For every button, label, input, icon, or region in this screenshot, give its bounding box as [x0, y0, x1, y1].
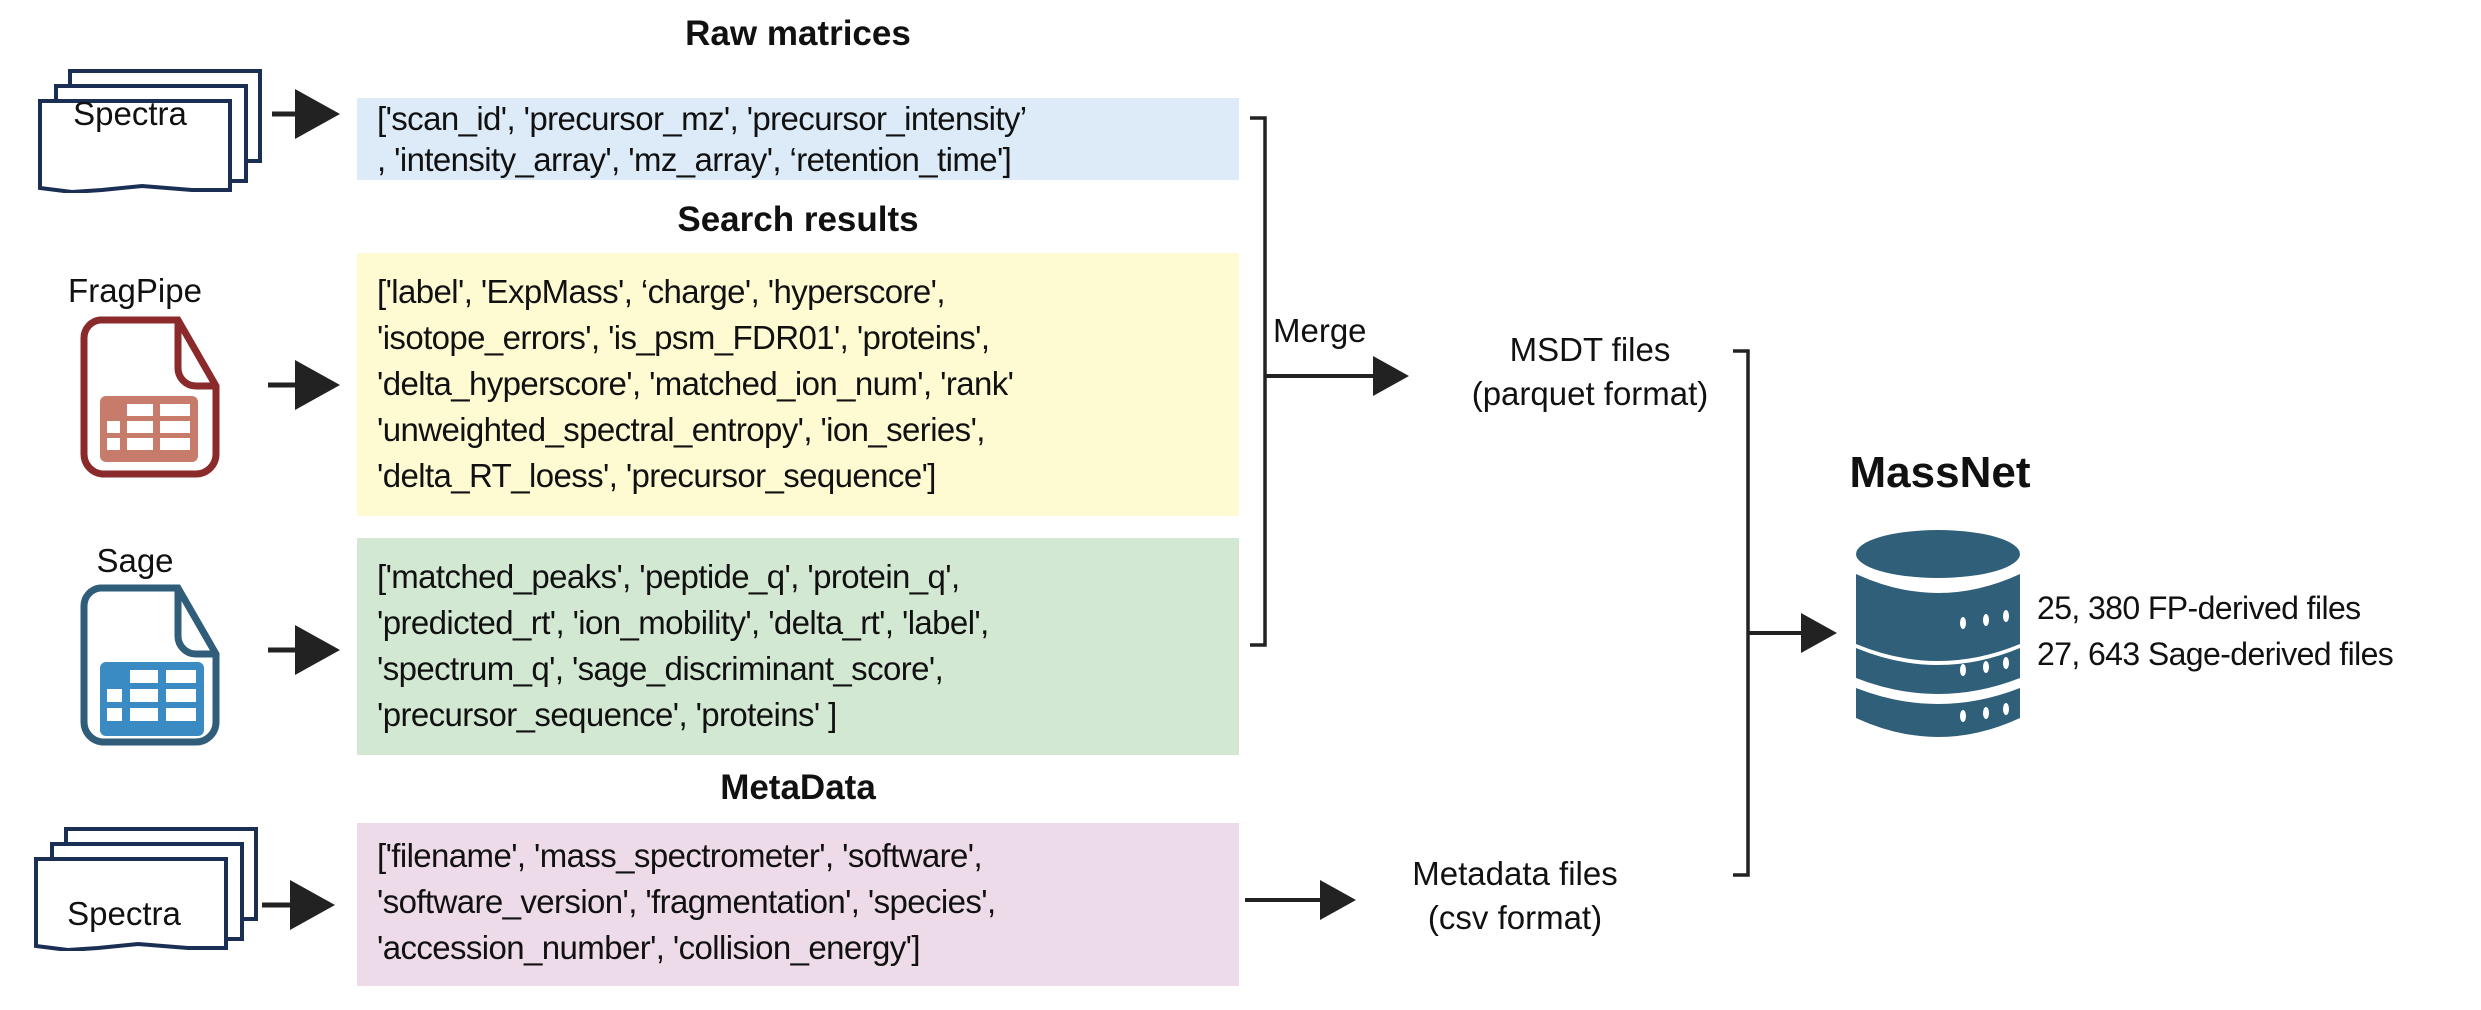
fp-derived-count: 25, 380 FP-derived files: [2037, 590, 2361, 626]
msdt-files-label: MSDT files (parquet format): [1420, 328, 1760, 416]
fragpipe-spreadsheet-icon: [80, 316, 220, 478]
fragpipe-line: 'isotope_errors', 'is_psm_FDR01', 'prote…: [377, 319, 990, 356]
metadata-files-label: Metadata files (csv format): [1355, 852, 1675, 940]
merge-label: Merge: [1273, 312, 1367, 349]
fragpipe-line: ['label', 'ExpMass', ‘charge', 'hypersco…: [377, 273, 946, 310]
massnet-stats: 25, 380 FP-derived files 27, 643 Sage-de…: [2037, 585, 2394, 677]
sage-fields-box: ['matched_peaks', 'peptide_q', 'protein_…: [357, 538, 1239, 755]
meta-line: 'software_version', 'fragmentation', 'sp…: [377, 883, 996, 920]
metadata-title: MetaData: [720, 768, 876, 807]
massnet-bracket: [1733, 349, 1750, 877]
sage-line: 'spectrum_q', 'sage_discriminant_score',: [377, 650, 944, 687]
fragpipe-label: FragPipe: [68, 272, 202, 309]
sage-label: Sage: [96, 542, 174, 579]
sage-line: 'precursor_sequence', 'proteins' ]: [377, 696, 837, 733]
fragpipe-line: 'unweighted_spectral_entropy', 'ion_seri…: [377, 411, 985, 448]
spectra-label-bottom: Spectra: [67, 895, 181, 932]
sage-line: ['matched_peaks', 'peptide_q', 'protein_…: [377, 558, 960, 595]
raw-matrices-box: ['scan_id', 'precursor_mz', 'precursor_i…: [357, 98, 1239, 180]
metadata-fields-box: ['filename', 'mass_spectrometer', 'softw…: [357, 823, 1239, 986]
merge-bracket: [1250, 116, 1267, 647]
sage-derived-count: 27, 643 Sage-derived files: [2037, 636, 2394, 672]
fragpipe-line: 'delta_hyperscore', 'matched_ion_num', '…: [377, 365, 1014, 402]
fragpipe-fields-box: ['label', 'ExpMass', ‘charge', 'hypersco…: [357, 253, 1239, 516]
spectra-label-top: Spectra: [73, 95, 187, 132]
metadata-files-line1: Metadata files: [1412, 855, 1618, 892]
massnet-title: MassNet: [1849, 448, 2031, 497]
msdt-line2: (parquet format): [1471, 375, 1709, 412]
raw-matrices-title: Raw matrices: [685, 14, 911, 53]
spectra-stack-icon: [38, 69, 262, 193]
metadata-files-line2: (csv format): [1427, 899, 1603, 936]
raw-line: , 'intensity_array', 'mz_array', ‘retent…: [377, 141, 1012, 178]
raw-line: ['scan_id', 'precursor_mz', 'precursor_i…: [377, 100, 1027, 137]
spectra-stack-icon: [34, 827, 258, 951]
meta-line: 'accession_number', 'collision_energy']: [377, 929, 921, 966]
fragpipe-line: 'delta_RT_loess', 'precursor_sequence']: [377, 457, 936, 494]
sage-spreadsheet-icon: [80, 584, 220, 746]
search-results-title: Search results: [677, 200, 919, 239]
sage-line: 'predicted_rt', 'ion_mobility', 'delta_r…: [377, 604, 989, 641]
database-icon: [1856, 530, 2020, 737]
meta-line: ['filename', 'mass_spectrometer', 'softw…: [377, 837, 983, 874]
msdt-line1: MSDT files: [1509, 331, 1671, 368]
